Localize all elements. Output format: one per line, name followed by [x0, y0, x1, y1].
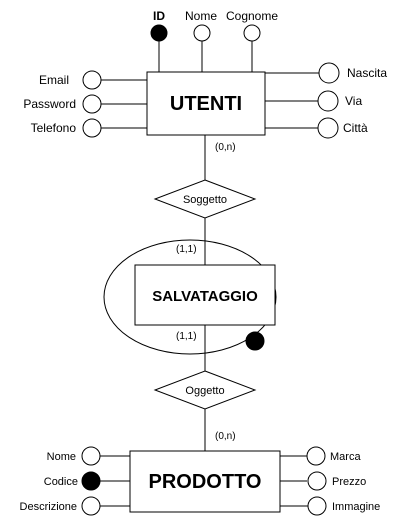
attr-prod-nome-label: Nome [47, 451, 76, 463]
cardinality-soggetto-salvataggio: (1,1) [176, 244, 197, 255]
marca-attr-circle [306, 446, 326, 466]
entity-salvataggio-label: SALVATAGGIO [152, 288, 258, 305]
cardinality-salvataggio-oggetto: (1,1) [176, 331, 197, 342]
salvataggio-key-circle [245, 331, 265, 351]
attr-prezzo-label: Prezzo [332, 476, 366, 488]
entity-utenti [146, 71, 266, 136]
descrizione-attr-circle [81, 496, 101, 516]
entity-prodotto [129, 450, 281, 513]
attr-immagine-label: Immagine [332, 501, 380, 513]
nascita-attr-circle [318, 62, 340, 84]
password-attr-circle [82, 94, 102, 114]
via-attr-circle [317, 90, 339, 112]
attr-codice-label: Codice [44, 476, 78, 488]
attr-nascita-label: Nascita [347, 66, 387, 80]
id-key-circle [150, 24, 168, 42]
entity-salvataggio [134, 264, 276, 326]
attr-marca-label: Marca [330, 451, 361, 463]
immagine-attr-circle [307, 496, 327, 516]
relationship-oggetto-label: Oggetto [185, 385, 224, 397]
attr-id-label: ID [153, 9, 165, 23]
relationship-soggetto-label: Soggetto [183, 194, 227, 206]
attr-via-label: Via [345, 94, 362, 108]
salvataggio-weak-ellipse [103, 239, 277, 355]
cognome-attr-circle [243, 24, 261, 42]
attr-email-label: Email [39, 73, 69, 87]
attr-cognome-label: Cognome [226, 9, 278, 23]
email-attr-circle [82, 70, 102, 90]
attr-telefono-label: Telefono [31, 121, 77, 135]
codice-key-circle [81, 471, 101, 491]
cardinality-oggetto-prodotto: (0,n) [215, 431, 236, 442]
entity-utenti-label: UTENTI [170, 93, 242, 115]
citta-attr-circle [317, 117, 339, 139]
attr-descrizione-label: Descrizione [20, 501, 77, 513]
attr-password-label: Password [23, 97, 76, 111]
prezzo-attr-circle [307, 471, 327, 491]
attr-nome-label: Nome [185, 9, 217, 23]
prod-nome-attr-circle [81, 446, 101, 466]
entity-prodotto-label: PRODOTTO [149, 471, 262, 493]
attr-citta-label: Città [343, 121, 368, 135]
nome-attr-circle [193, 24, 211, 42]
cardinality-utenti-soggetto: (0,n) [215, 142, 236, 153]
telefono-attr-circle [82, 118, 102, 138]
